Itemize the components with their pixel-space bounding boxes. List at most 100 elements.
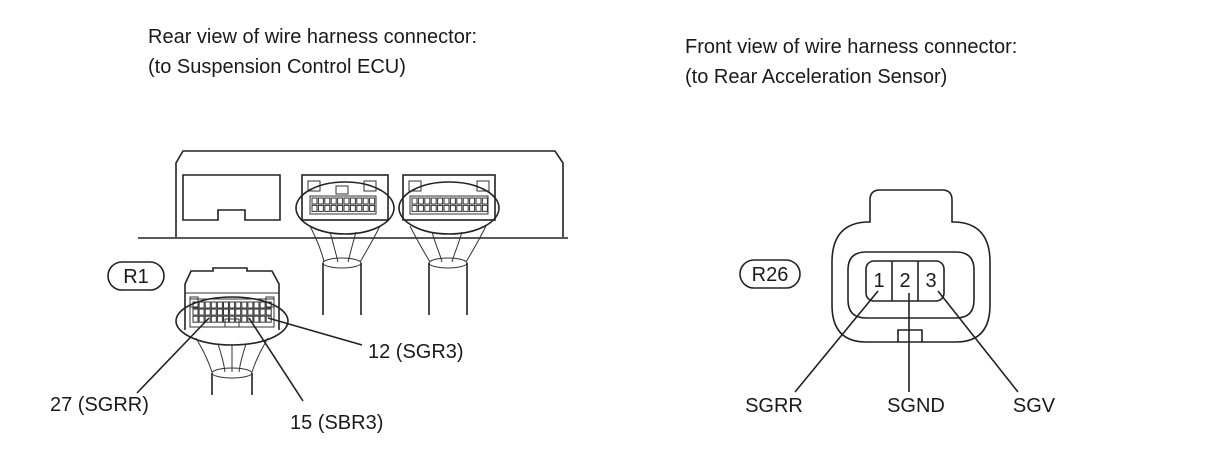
pin-label-15: 15 (SBR3) — [290, 412, 383, 434]
pin-label-12: 12 (SGR3) — [368, 341, 464, 363]
r1-terminal-cavity — [198, 308, 205, 316]
ecu-terminal-cavity — [362, 204, 369, 212]
r1-terminal-cavity — [192, 315, 199, 323]
ecu-terminal-cavity — [430, 197, 437, 205]
leader-line-sgrr — [794, 290, 879, 393]
ecu-wire-bundle-middle — [309, 225, 381, 315]
r1-terminal-cavity — [223, 301, 229, 309]
r1-terminal-cavity — [247, 315, 254, 323]
ecu-terminal-cavity — [369, 204, 376, 212]
pin-number-2: 2 — [899, 270, 910, 292]
r1-terminal-cavity — [216, 301, 223, 309]
ecu-terminal-cavity — [411, 197, 418, 205]
r1-terminal-cavity — [198, 301, 205, 309]
ecu-terminal-cavity — [469, 197, 476, 205]
r1-terminal-cavity — [253, 308, 260, 316]
connector-code-r26-text: R26 — [752, 264, 789, 286]
left-title-line1: Rear view of wire harness connector: — [148, 26, 478, 48]
r1-terminal-cavity — [235, 301, 242, 309]
ecu-terminal-cavity — [475, 204, 482, 212]
r1-terminal-cavity — [259, 301, 266, 309]
r1-terminal-cavity — [247, 301, 254, 309]
ecu-receptacle-right — [398, 174, 500, 235]
ecu-wire-bundle-right — [409, 225, 487, 315]
leader-line-pin15 — [248, 317, 304, 402]
r1-terminal-cavity — [204, 301, 211, 309]
ecu-terminal-cavity — [330, 197, 337, 205]
r1-terminal-cavity — [241, 308, 248, 316]
r1-terminal-cavity — [235, 308, 242, 316]
ecu-terminal-cavity — [430, 204, 437, 212]
signal-label-sgnd: SGND — [887, 395, 945, 417]
r1-harness-connector — [175, 267, 289, 395]
leader-line-sgv — [937, 290, 1019, 393]
pin-label-27: 27 (SGRR) — [50, 394, 149, 416]
r1-terminal-cavity — [210, 315, 217, 323]
ecu-terminal-cavity — [362, 197, 369, 205]
right-title-line1: Front view of wire harness connector: — [685, 36, 1018, 58]
ecu-terminal-cavity — [449, 204, 456, 212]
r1-terminal-cavity — [265, 301, 272, 309]
ecu-terminal-cavity — [411, 204, 418, 212]
ecu-terminal-cavity — [469, 204, 476, 212]
ecu-terminal-cavity — [356, 197, 363, 205]
ecu-terminal-cavity — [462, 197, 469, 205]
ecu-terminal-cavity — [462, 204, 469, 212]
ecu-terminal-cavity — [417, 197, 424, 205]
r1-terminal-cavity — [210, 301, 217, 309]
ecu-terminal-cavity — [330, 204, 337, 212]
r1-terminal-cavity — [241, 315, 248, 323]
leader-line-pin27 — [136, 317, 210, 394]
connector-code-r1-text: R1 — [123, 266, 149, 288]
ecu-terminal-cavity — [337, 204, 344, 212]
ecu-receptacle-middle — [295, 174, 395, 235]
ecu-terminal-cavity — [317, 204, 324, 212]
ecu-terminal-cavity — [424, 197, 431, 205]
ecu-terminal-cavity — [311, 197, 318, 205]
r1-terminal-cavity — [253, 315, 260, 323]
r1-terminal-cavity — [198, 315, 205, 323]
r1-terminal-cavity — [216, 308, 223, 316]
r1-terminal-cavity — [229, 308, 236, 316]
r1-terminal-cavity — [223, 308, 229, 316]
r1-terminal-cavity — [247, 308, 254, 316]
r1-terminal-cavity — [241, 301, 248, 309]
ecu-terminal-cavity — [449, 197, 456, 205]
ecu-terminal-cavity — [424, 204, 431, 212]
ecu-terminal-cavity — [311, 204, 318, 212]
ecu-terminal-cavity — [369, 197, 376, 205]
ecu-terminal-cavity — [343, 204, 350, 212]
left-title: Rear view of wire harness connector: (to… — [148, 22, 477, 82]
ecu-terminal-cavity — [456, 197, 463, 205]
r1-terminal-cavity — [210, 308, 217, 316]
ecu-terminal-cavity — [324, 204, 331, 212]
pin-number-3: 3 — [925, 270, 936, 292]
ecu-terminal-cavity — [349, 197, 356, 205]
signal-label-sgv: SGV — [1013, 395, 1056, 417]
pin-number-1: 1 — [873, 270, 884, 292]
ecu-terminal-cavity — [356, 204, 363, 212]
r1-terminal-cavity — [204, 308, 211, 316]
ecu-terminal-cavity — [343, 197, 350, 205]
ecu-terminal-cavity — [443, 197, 450, 205]
signal-label-sgrr: SGRR — [745, 395, 803, 417]
right-title-line2: (to Rear Acceleration Sensor) — [685, 66, 948, 88]
r1-terminal-cavity — [229, 301, 236, 309]
ecu-terminal-cavity — [475, 197, 482, 205]
r1-terminal-cavity — [259, 308, 266, 316]
r1-terminal-cavity — [259, 315, 266, 323]
ecu-terminal-cavity — [417, 204, 424, 212]
ecu-terminal-cavity — [443, 204, 450, 212]
r1-terminal-cavity — [216, 315, 223, 323]
ecu-terminal-cavity — [337, 197, 344, 205]
r1-terminal-cavity — [265, 308, 272, 316]
ecu-terminal-cavity — [349, 204, 356, 212]
ecu-terminal-cavity — [481, 197, 488, 205]
connector-code-r26: R26 — [739, 259, 801, 289]
ecu-terminal-cavity — [437, 197, 444, 205]
ecu-terminal-cavity — [456, 204, 463, 212]
ecu-body — [138, 150, 568, 315]
ecu-terminal-cavity — [324, 197, 331, 205]
ecu-terminal-cavity — [317, 197, 324, 205]
